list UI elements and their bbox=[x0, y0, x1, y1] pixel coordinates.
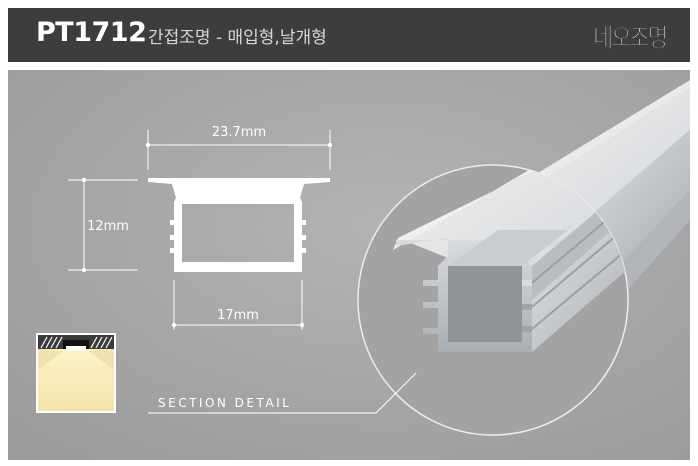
product-panel: 23.7mm 12mm 17mm bbox=[8, 70, 690, 460]
section-detail-label: SECTION DETAIL bbox=[158, 396, 291, 410]
dimension-width-top: 23.7mm bbox=[212, 125, 266, 140]
brand-logo: 네오조명 bbox=[593, 24, 668, 54]
product-description: 간접조명 - 매입형,날개형 bbox=[148, 28, 327, 48]
product-code: PT1712 bbox=[36, 17, 147, 48]
light-beam-thumbnail bbox=[36, 333, 116, 413]
dimension-height: 12mm bbox=[87, 219, 129, 234]
cross-section-drawing bbox=[68, 130, 333, 330]
profile-section-closeup bbox=[393, 165, 628, 352]
product-illustration: 23.7mm 12mm 17mm bbox=[8, 70, 690, 460]
dimension-width-bottom: 17mm bbox=[217, 308, 259, 323]
callout-line bbox=[148, 372, 417, 414]
header-bar: PT1712 간접조명 - 매입형,날개형 네오조명 bbox=[8, 8, 690, 62]
